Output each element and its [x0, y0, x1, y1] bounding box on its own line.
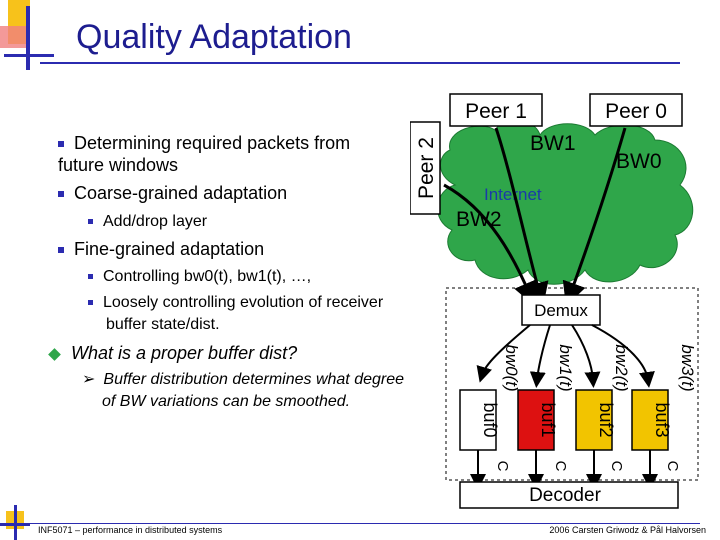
bullet-square-icon: [58, 247, 64, 254]
bullet-square-icon: [88, 300, 93, 306]
receiver-frame: [445, 287, 699, 481]
demux-label: Demux: [534, 301, 588, 320]
bullet-square-icon: [88, 219, 93, 225]
peer-2-box: [410, 121, 441, 215]
title-divider: [40, 62, 680, 64]
rate-label: bw0(t): [502, 344, 521, 391]
bullet-square-icon: [58, 141, 64, 148]
flow-from-peer-1: [494, 127, 549, 307]
bullet-text: Loosely controlling evolution of receive…: [103, 294, 384, 333]
corner-decoration: [0, 0, 60, 70]
peer-1-box: [449, 93, 543, 127]
peer-2-label: Peer 2: [415, 137, 438, 199]
bw1-label: BW1: [530, 132, 576, 155]
consumption-label: C: [664, 461, 681, 472]
sub-bullet-item: ➢ Buffer distribution determines what deg…: [82, 369, 414, 413]
sub-bullet-item: Add/drop layer: [88, 211, 388, 233]
internet-label: Internet: [484, 185, 542, 204]
arrow-bullet-icon: ➢: [82, 371, 96, 388]
diamond-bullet-icon: [48, 347, 61, 361]
bullet-text: Coarse-grained adaptation: [74, 183, 288, 203]
quality-adaptation-diagram: Peer 1 Peer 0 Peer 2 BW1 BW0 Internet BW…: [410, 93, 699, 509]
bw0-label: BW0: [616, 150, 662, 173]
buffer-label: buf0: [480, 402, 500, 437]
peer-0-label: Peer 0: [605, 100, 667, 123]
bullet-item: Determining required packets from future…: [58, 132, 393, 176]
footer-authors: 2006 Carsten Griwodz & Pål Halvorsen: [549, 525, 706, 535]
path-to-buf0: [476, 324, 531, 383]
bullet-text: What is a proper buffer dist?: [71, 343, 298, 363]
buffer-3: [631, 389, 669, 451]
consumption-label: C: [494, 461, 511, 472]
flow-from-peer-0: [562, 127, 627, 307]
bottom-corner-decoration: [0, 505, 30, 540]
buffer-label: buf1: [538, 402, 558, 437]
consumption-label: C: [608, 461, 625, 472]
bullet-item: What is a proper buffer dist?: [48, 342, 390, 364]
bullet-square-icon: [88, 274, 93, 280]
bullet-text: Fine-grained adaptation: [74, 239, 265, 259]
rate-label: bw3(t): [678, 344, 697, 391]
demux-box: [521, 294, 601, 326]
decoder-box: [459, 481, 679, 509]
peer-0-box: [589, 93, 683, 127]
consumption-label: C: [552, 461, 569, 472]
page-title: Quality Adaptation: [76, 18, 352, 56]
rate-label: bw2(t): [612, 344, 631, 391]
rate-label: bw1(t): [556, 344, 575, 391]
path-to-buf1: [529, 324, 551, 388]
bullet-item: Fine-grained adaptation: [58, 238, 393, 260]
bullet-item: Coarse-grained adaptation: [58, 182, 393, 204]
footer-divider: [30, 523, 700, 524]
peer-1-label: Peer 1: [465, 100, 527, 123]
sub-bullet-item: Loosely controlling evolution of receive…: [88, 292, 396, 336]
decoder-label: Decoder: [529, 485, 601, 506]
internet-cloud: [437, 119, 694, 285]
flow-from-peer-2: [443, 183, 537, 307]
path-to-buf3: [591, 324, 655, 388]
buffer-label: buf2: [596, 402, 616, 437]
bullet-text: Controlling bw0(t), bw1(t), …,: [103, 268, 312, 285]
bullet-text: Add/drop layer: [103, 213, 208, 230]
path-to-buf2: [571, 324, 601, 388]
sub-bullet-item: Controlling bw0(t), bw1(t), …,: [88, 266, 388, 288]
buffer-0: [459, 389, 497, 451]
bullet-text: Buffer distribution determines what degr…: [102, 371, 405, 410]
bullet-square-icon: [58, 191, 64, 198]
footer-course: INF5071 – performance in distributed sys…: [38, 525, 223, 535]
bullet-text: Determining required packets from future…: [58, 133, 351, 175]
buffer-2: [575, 389, 613, 451]
buffer-label: buf3: [652, 402, 672, 437]
